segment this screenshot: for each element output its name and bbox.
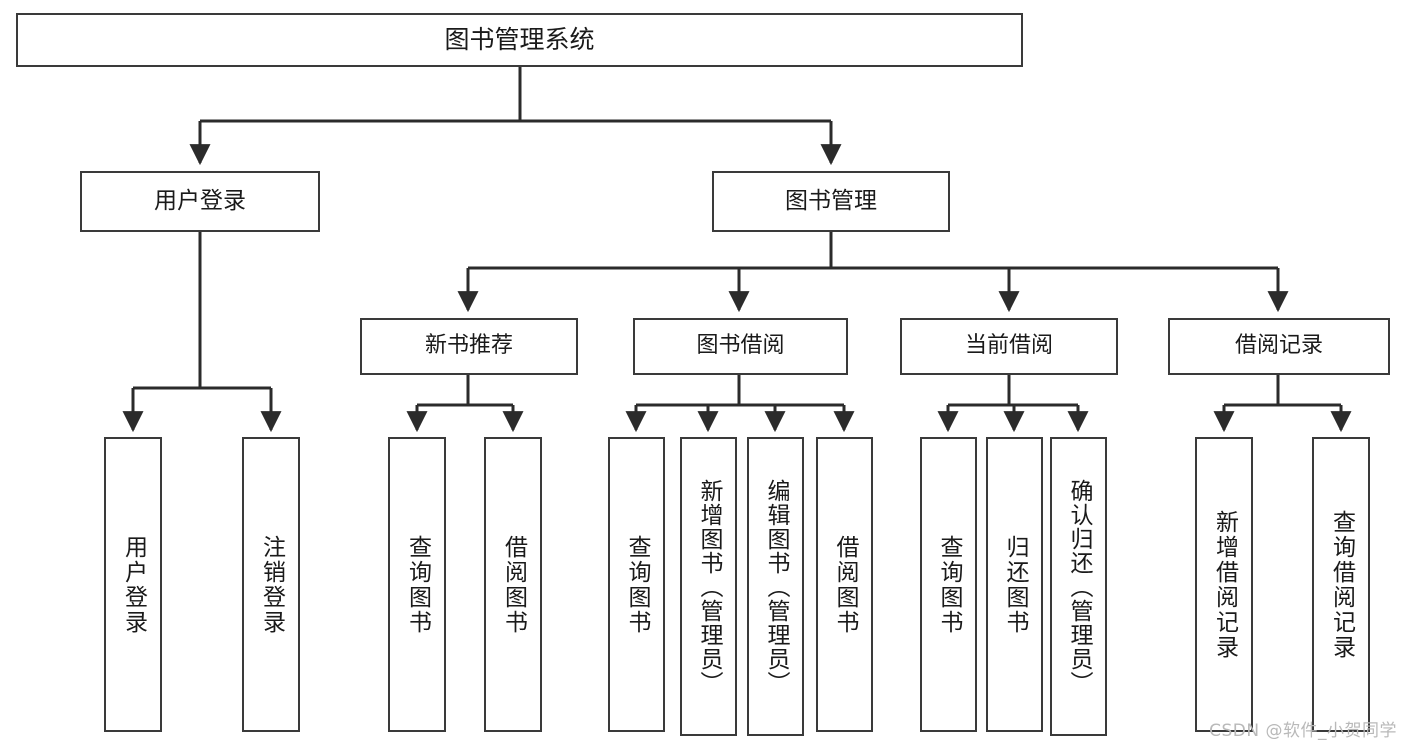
leaf-recommend-query-book[interactable]: 查询图书 — [388, 437, 446, 732]
node-book-borrow-label: 图书借阅 — [696, 333, 785, 359]
leaf-borrow-borrow-book-label: 借阅图书 — [832, 534, 858, 635]
leaf-current-query-book[interactable]: 查询图书 — [920, 437, 977, 732]
node-book-borrow[interactable]: 图书借阅 — [633, 318, 848, 375]
leaf-current-confirm-return-admin[interactable]: 确认归还（管理员） — [1050, 437, 1107, 736]
leaf-recommend-borrow-book-label: 借阅图书 — [500, 534, 527, 635]
leaf-record-add-record-label: 新增借阅记录 — [1211, 509, 1238, 660]
node-user-login[interactable]: 用户登录 — [80, 171, 320, 232]
leaf-current-return-book[interactable]: 归还图书 — [986, 437, 1043, 732]
node-book-management-label: 图书管理 — [785, 187, 877, 214]
node-root-label: 图书管理系统 — [444, 25, 595, 54]
node-new-book-recommend-label: 新书推荐 — [424, 333, 513, 359]
node-book-management[interactable]: 图书管理 — [712, 171, 950, 232]
watermark: CSDN @软件_小贺同学 — [1209, 721, 1397, 741]
leaf-current-return-book-label: 归还图书 — [1002, 534, 1028, 635]
leaf-recommend-query-book-label: 查询图书 — [404, 534, 431, 635]
leaf-user-login-signin-label: 用户登录 — [120, 534, 147, 635]
leaf-borrow-query-book-label: 查询图书 — [624, 534, 650, 635]
node-current-borrow[interactable]: 当前借阅 — [900, 318, 1118, 375]
node-user-login-label: 用户登录 — [154, 187, 246, 214]
leaf-current-query-book-label: 查询图书 — [936, 534, 962, 635]
node-current-borrow-label: 当前借阅 — [964, 333, 1053, 359]
leaf-borrow-query-book[interactable]: 查询图书 — [608, 437, 665, 732]
leaf-user-login-signout[interactable]: 注销登录 — [242, 437, 300, 732]
node-root[interactable]: 图书管理系统 — [16, 13, 1023, 67]
leaf-current-confirm-return-admin-label: 确认归还（管理员） — [1066, 478, 1092, 695]
leaf-user-login-signin[interactable]: 用户登录 — [104, 437, 162, 732]
leaf-record-add-record[interactable]: 新增借阅记录 — [1195, 437, 1253, 732]
leaf-record-query-record[interactable]: 查询借阅记录 — [1312, 437, 1370, 732]
node-new-book-recommend[interactable]: 新书推荐 — [360, 318, 578, 375]
leaf-borrow-borrow-book[interactable]: 借阅图书 — [816, 437, 873, 732]
leaf-borrow-add-book-admin-label: 新增图书（管理员） — [696, 478, 722, 695]
leaf-borrow-edit-book-admin-label: 编辑图书（管理员） — [763, 478, 789, 695]
leaf-recommend-borrow-book[interactable]: 借阅图书 — [484, 437, 542, 732]
node-borrow-record[interactable]: 借阅记录 — [1168, 318, 1390, 375]
node-borrow-record-label: 借阅记录 — [1234, 333, 1323, 359]
leaf-user-login-signout-label: 注销登录 — [258, 534, 285, 635]
leaf-borrow-add-book-admin[interactable]: 新增图书（管理员） — [680, 437, 737, 736]
leaf-record-query-record-label: 查询借阅记录 — [1328, 509, 1355, 660]
leaf-borrow-edit-book-admin[interactable]: 编辑图书（管理员） — [747, 437, 804, 736]
